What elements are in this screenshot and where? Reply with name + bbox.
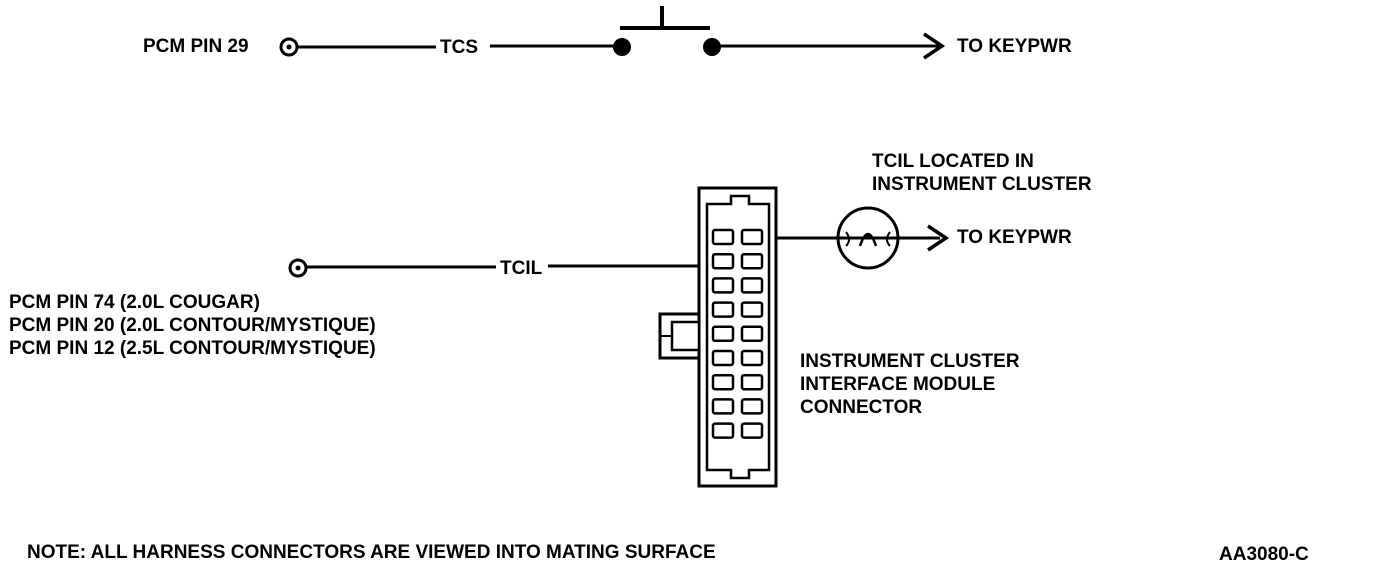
connector-latch-icon bbox=[658, 312, 701, 360]
connector-cavity bbox=[711, 373, 735, 391]
connector-cavity bbox=[740, 349, 764, 367]
connector-cavity bbox=[711, 349, 735, 367]
instrument-cluster-interface-module-connector bbox=[658, 186, 778, 488]
pcm-pin-12-label: PCM PIN 12 (2.5L CONTOUR/MYSTIQUE) bbox=[9, 338, 376, 359]
tcil-lamp-note-line-1: TCIL LOCATED IN bbox=[872, 151, 1034, 172]
connector-cavity bbox=[711, 228, 735, 246]
connector-cavity bbox=[711, 252, 735, 270]
tcs-wire-label: TCS bbox=[436, 36, 482, 59]
connector-cavities bbox=[711, 228, 764, 439]
connector-title-line-3: CONNECTOR bbox=[800, 397, 923, 418]
pcm-tcil-terminal-center bbox=[295, 265, 301, 271]
tcil-destination-label: TO KEYPWR bbox=[957, 227, 1072, 248]
connector-cavity bbox=[740, 252, 764, 270]
tcil-lamp-note-line-2: INSTRUMENT CLUSTER bbox=[872, 174, 1092, 195]
connector-title: INSTRUMENT CLUSTER INTERFACE MODULE CONN… bbox=[800, 350, 1020, 419]
tcil-circuit bbox=[288, 206, 950, 278]
pcm-tcil-pin-labels: PCM PIN 74 (2.0L COUGAR) PCM PIN 20 (2.0… bbox=[9, 291, 376, 360]
tcil-lamp-note: TCIL LOCATED IN INSTRUMENT CLUSTER bbox=[872, 150, 1092, 196]
figure-id: AA3080-C bbox=[1219, 544, 1309, 565]
indicator-lamp-icon bbox=[836, 206, 900, 270]
normally-open-switch-icon bbox=[613, 6, 721, 56]
pcm-pin-20-label: PCM PIN 20 (2.0L CONTOUR/MYSTIQUE) bbox=[9, 315, 376, 336]
connector-cavity bbox=[711, 301, 735, 318]
connector-cavity bbox=[711, 325, 735, 343]
connector-title-line-2: INTERFACE MODULE bbox=[800, 374, 996, 395]
connector-cavity bbox=[711, 398, 735, 415]
connector-cavity bbox=[740, 325, 764, 343]
connector-cavity bbox=[711, 422, 735, 439]
connector-cavity bbox=[740, 277, 764, 294]
connector-inner-outline bbox=[705, 194, 771, 480]
tcs-destination-label: TO KEYPWR bbox=[957, 36, 1072, 57]
tcil-wire-label: TCIL bbox=[496, 257, 547, 280]
connector-cavity bbox=[740, 301, 764, 318]
connector-cavity bbox=[740, 398, 764, 415]
tcs-circuit bbox=[279, 6, 946, 60]
pcm-pin-74-label: PCM PIN 74 (2.0L COUGAR) bbox=[9, 292, 260, 313]
connector-cavity bbox=[740, 228, 764, 246]
connector-cavity bbox=[740, 373, 764, 391]
pcm-pin-29-terminal-center bbox=[286, 44, 292, 50]
footer-note: NOTE: ALL HARNESS CONNECTORS ARE VIEWED … bbox=[27, 542, 716, 563]
pcm-pin-29-label: PCM PIN 29 bbox=[143, 36, 249, 57]
arrow-right-icon bbox=[927, 224, 950, 252]
connector-cavity bbox=[740, 422, 764, 439]
arrow-right-icon bbox=[923, 32, 946, 60]
connector-cavity bbox=[711, 277, 735, 294]
connector-title-line-1: INSTRUMENT CLUSTER bbox=[800, 351, 1020, 372]
